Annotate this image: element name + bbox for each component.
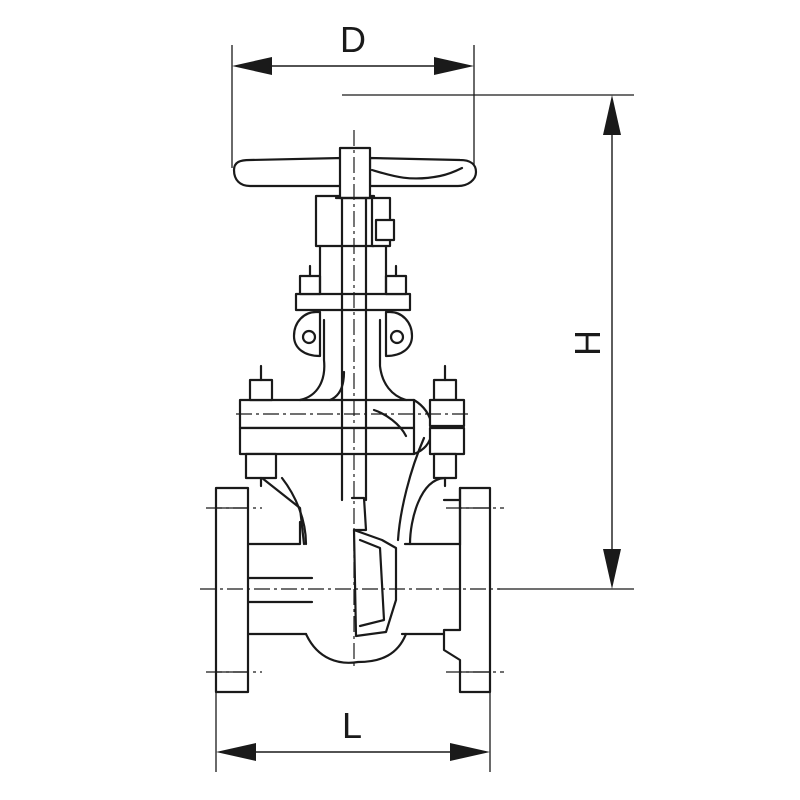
bonnet-left-wall — [298, 318, 326, 402]
left-flange-plate — [214, 486, 250, 694]
eyebolt-right — [384, 310, 414, 358]
eyebolt-right-hole — [389, 329, 405, 345]
pipe-bore-left — [246, 520, 308, 636]
bolt-right-washer-bottom — [428, 426, 466, 456]
eyebolt-left-hole — [301, 329, 317, 345]
bonnet-left-inner — [328, 370, 346, 402]
body-neck-right-outer — [408, 476, 446, 546]
yoke — [314, 194, 396, 296]
bonnet — [298, 318, 408, 438]
dimension-l: L — [215, 692, 491, 772]
l-arrow-left — [216, 743, 256, 761]
bolt-right-nut-bottom — [432, 452, 458, 480]
flange-bolt-left — [244, 364, 278, 488]
gland-assembly — [292, 264, 414, 358]
h-arrow-top — [603, 95, 621, 135]
l-label: L — [342, 705, 362, 746]
body-flange-bottom — [238, 426, 416, 456]
d-arrow-left — [232, 57, 272, 75]
d-arrow-right — [434, 57, 474, 75]
handwheel-spoke — [370, 166, 464, 180]
l-arrow-right — [450, 743, 490, 761]
body-bottom-curve — [304, 632, 408, 664]
handwheel-rim-left — [232, 156, 344, 188]
valve-stem — [340, 196, 368, 502]
lock-screw — [374, 218, 396, 242]
left-end-flange — [214, 486, 250, 694]
gland-nut-left — [298, 274, 322, 296]
body-neck-right — [396, 436, 426, 542]
right-end-flange — [442, 486, 492, 694]
right-flange-detail — [442, 486, 462, 547]
valve-body — [246, 436, 462, 664]
gland-flange — [294, 292, 412, 312]
dimension-d: D — [231, 19, 475, 168]
bolt-left-nut-top — [248, 378, 274, 402]
centerlines — [200, 130, 504, 673]
bolt-right-washer-top — [428, 398, 466, 428]
h-arrow-bottom — [603, 549, 621, 589]
right-flange-plate — [442, 486, 492, 694]
bonnet-right-inner — [372, 408, 408, 438]
gland-nut-right — [384, 274, 408, 296]
handwheel-rim-right — [368, 156, 478, 188]
bonnet-right-wall — [378, 318, 408, 402]
flange-bolt-right — [428, 364, 466, 488]
bore-inner-left — [246, 576, 314, 604]
handwheel — [232, 146, 478, 200]
stem-to-wedge — [350, 496, 368, 532]
body-neck-left-inner — [280, 476, 308, 546]
body-bonnet-flange — [238, 398, 434, 456]
wedge-outline — [352, 528, 398, 638]
bolt-right-nut-top — [432, 378, 458, 402]
wedge-inner — [358, 538, 386, 628]
eyebolt-left — [292, 310, 322, 358]
body-neck-left — [260, 476, 306, 546]
gate-wedge — [350, 496, 398, 638]
h-label: H — [567, 330, 608, 356]
d-label: D — [340, 19, 366, 60]
dimension-h: H — [342, 94, 634, 590]
yoke-arms — [318, 244, 388, 296]
bolt-left-nut-bottom — [244, 452, 278, 480]
handwheel-hub — [338, 146, 372, 200]
